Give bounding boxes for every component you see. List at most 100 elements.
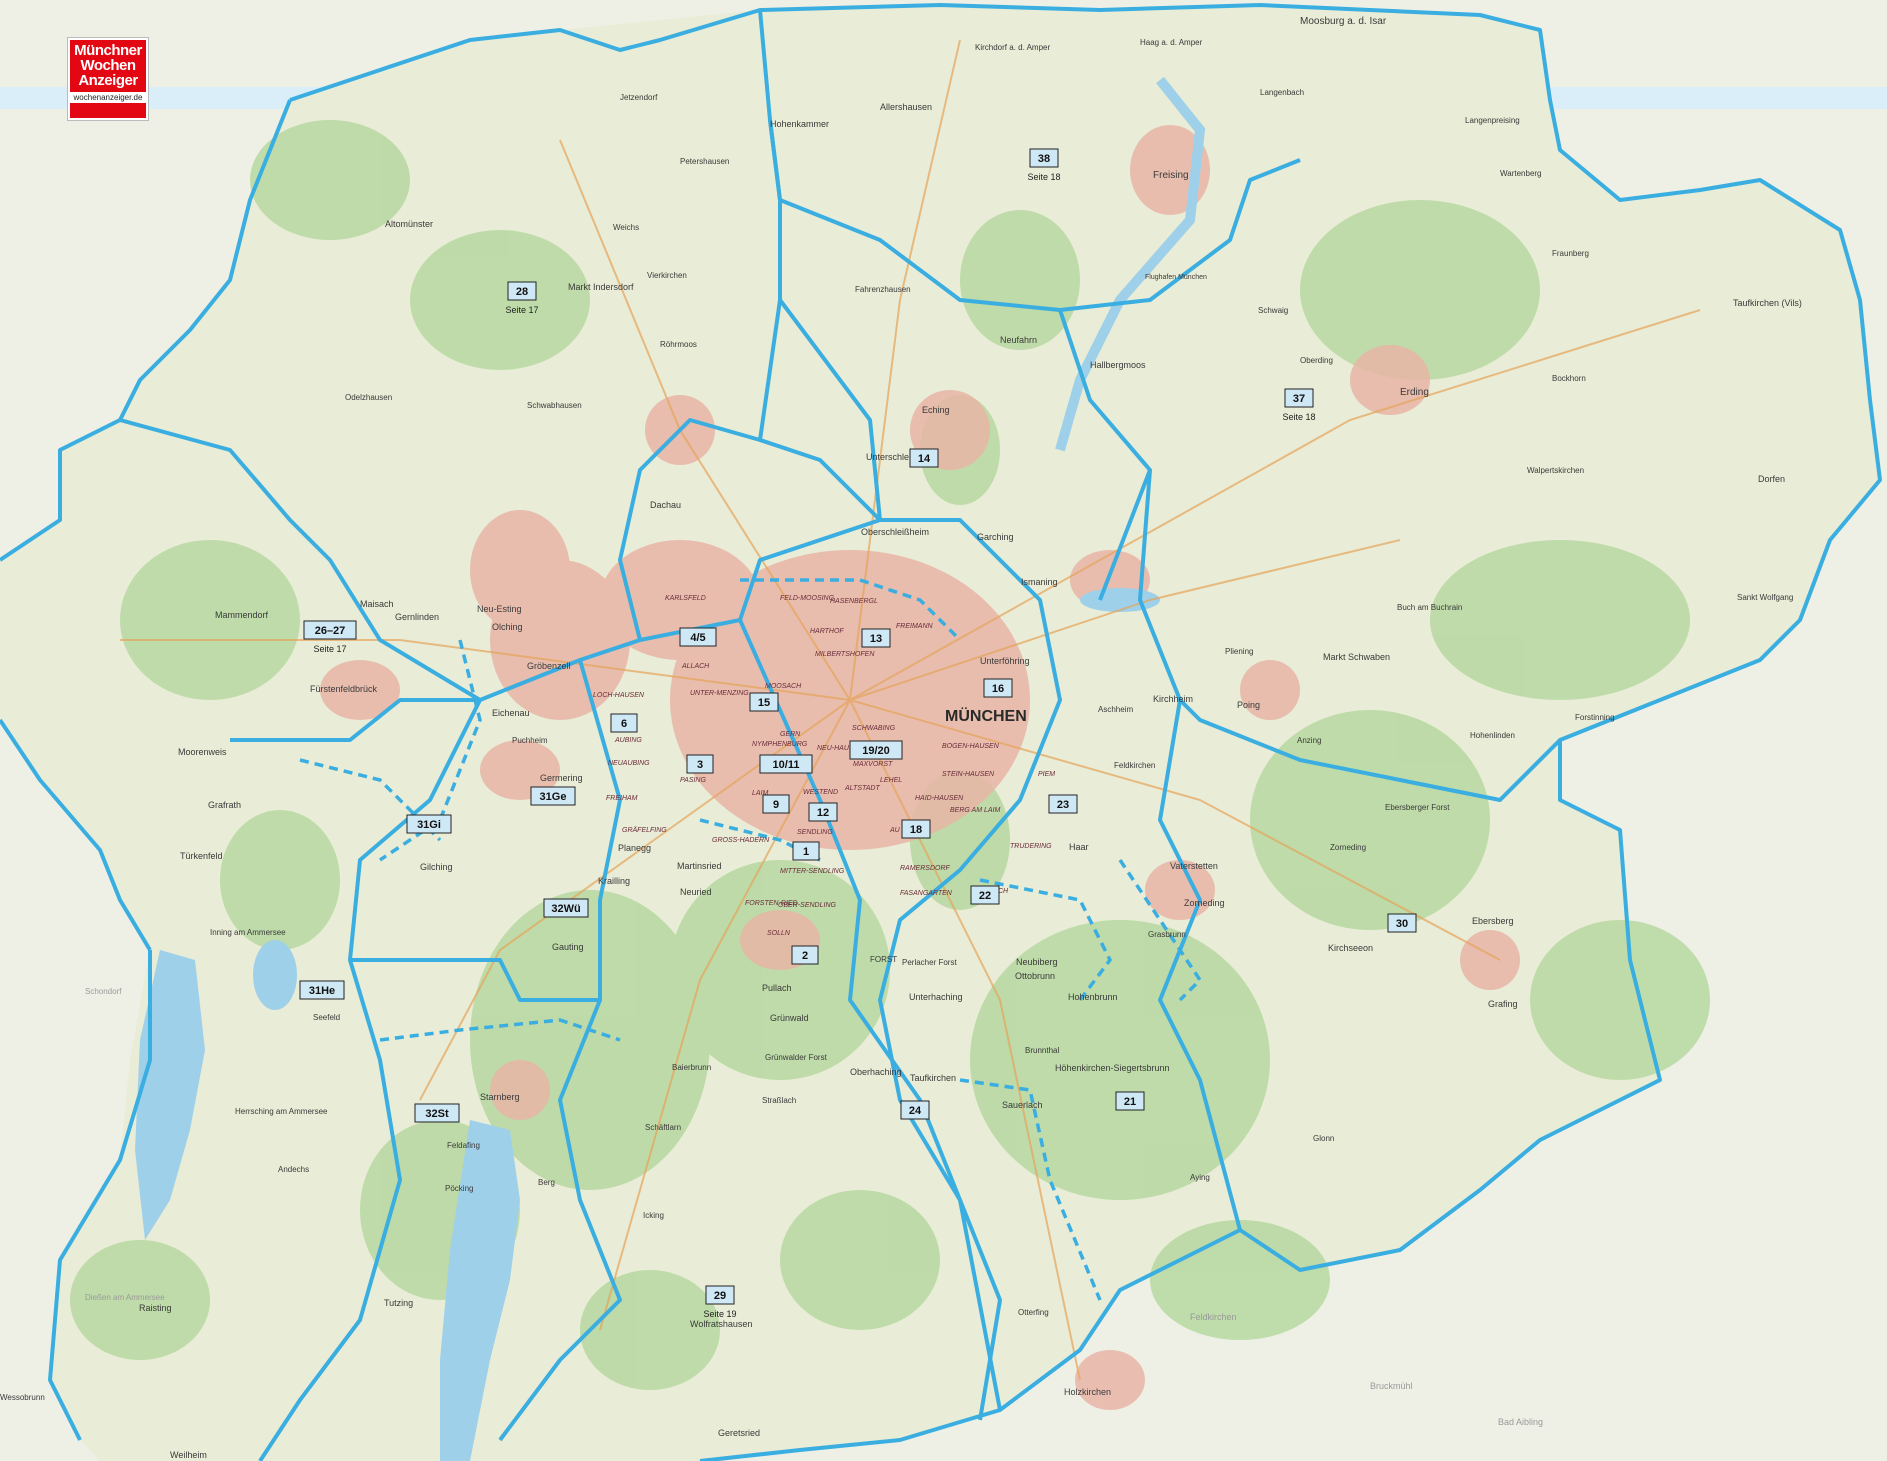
area-badge-box[interactable] <box>686 754 714 774</box>
area-badge-box[interactable] <box>909 448 939 468</box>
area-badge-box[interactable] <box>849 740 903 760</box>
area-badge[interactable]: 22 <box>970 885 1000 905</box>
area-badge-box[interactable] <box>1029 148 1059 168</box>
district-label: FORSTEN-RIED <box>745 900 798 907</box>
area-badge[interactable]: 4/5 <box>679 627 717 647</box>
area-badge[interactable]: 3 <box>686 754 714 774</box>
place-label: Höhenkirchen-Siegertsbrunn <box>1055 1063 1170 1073</box>
area-badge-box[interactable] <box>1115 1091 1145 1111</box>
area-badge[interactable]: 31He <box>299 980 345 1000</box>
area-badge[interactable]: 1 <box>792 841 820 861</box>
area-badge-box[interactable] <box>762 794 790 814</box>
area-badge-box[interactable] <box>861 628 891 648</box>
area-badge-box[interactable] <box>1048 794 1078 814</box>
district-label: NEUAUBING <box>608 760 650 767</box>
place-label: Geretsried <box>718 1428 760 1438</box>
place-label: Hallbergmoos <box>1090 360 1146 370</box>
district-label: MAXVORST <box>853 761 893 768</box>
area-badge-box[interactable] <box>970 885 1000 905</box>
area-badge[interactable]: 19/20 <box>849 740 903 760</box>
place-label: Krailling <box>598 876 630 886</box>
area-badge[interactable]: 31Ge <box>530 786 576 806</box>
district-label: LAIM <box>752 790 769 797</box>
area-badge-box[interactable] <box>530 786 576 806</box>
place-label: Türkenfeld <box>180 851 223 861</box>
area-badge-box[interactable] <box>900 1100 930 1120</box>
area-badge-box[interactable] <box>610 713 638 733</box>
area-badge-box[interactable] <box>543 898 589 918</box>
area-badge[interactable]: 15 <box>749 692 779 712</box>
area-badge-box[interactable] <box>679 627 717 647</box>
area-badge[interactable]: 24 <box>900 1100 930 1120</box>
place-label: Fahrenzhausen <box>855 285 911 294</box>
area-badge[interactable]: 9 <box>762 794 790 814</box>
area-badge[interactable]: 2 <box>791 945 819 965</box>
district-label: HASENBERGL <box>830 598 878 605</box>
area-badge[interactable]: 31Gi <box>406 814 452 834</box>
area-badge-box[interactable] <box>303 620 357 640</box>
area-badge-box[interactable] <box>1387 913 1417 933</box>
area-badge[interactable]: 23 <box>1048 794 1078 814</box>
place-label: Bockhorn <box>1552 374 1586 383</box>
forest-label: Perlacher Forst <box>902 958 957 967</box>
area-badge-label: 2 <box>802 950 808 962</box>
district-label: ALTSTADT <box>844 785 880 792</box>
district-label: FREIMANN <box>896 623 934 630</box>
place-label: Zorneding <box>1184 898 1225 908</box>
place-label: Otterfing <box>1018 1308 1049 1317</box>
place-label: Kirchheim <box>1153 694 1193 704</box>
area-badge-box[interactable] <box>705 1285 735 1305</box>
place-label: Freising <box>1153 170 1189 181</box>
area-badge[interactable]: 16 <box>983 678 1013 698</box>
place-label: Unterschleißheim <box>866 452 936 462</box>
area-badge[interactable]: 32St <box>414 1103 460 1123</box>
district-label: KARLSFELD <box>665 595 706 602</box>
forest-label: Grünwalder Forst <box>765 1053 828 1062</box>
area-badge-box[interactable] <box>1284 388 1314 408</box>
area-badge-label: 32St <box>425 1108 449 1120</box>
area-badge[interactable]: 13 <box>861 628 891 648</box>
area-badge-label: 31Gi <box>417 819 441 831</box>
place-label: Erding <box>1400 387 1429 398</box>
place-label: Wessobrunn <box>0 1393 45 1402</box>
district-label: MILBERTSHOFEN <box>815 651 875 658</box>
place-label: Weilheim <box>170 1450 207 1460</box>
area-badge[interactable]: 21 <box>1115 1091 1145 1111</box>
area-badge-box[interactable] <box>901 819 931 839</box>
area-badge-label: 18 <box>910 824 922 836</box>
area-badge-box[interactable] <box>507 281 537 301</box>
city-label: MÜNCHEN <box>945 706 1027 725</box>
area-badge-box[interactable] <box>791 945 819 965</box>
area-badge-page: Seite 17 <box>313 644 346 654</box>
area-badge-box[interactable] <box>792 841 820 861</box>
area-badge[interactable]: 32Wü <box>543 898 589 918</box>
brand-logo[interactable]: Münchner Wochen Anzeiger wochenanzeiger.… <box>68 38 148 120</box>
place-label: Holzkirchen <box>1064 1387 1111 1397</box>
district-label: OBER-SENDLING <box>778 902 837 909</box>
area-badge[interactable]: 10/11 <box>759 754 813 774</box>
area-badge-box[interactable] <box>414 1103 460 1123</box>
place-label: Oberschleißheim <box>861 527 929 537</box>
area-badge[interactable]: 12 <box>808 802 838 822</box>
area-badge[interactable]: 14 <box>909 448 939 468</box>
place-label: Glonn <box>1313 1134 1334 1143</box>
area-badge-box[interactable] <box>406 814 452 834</box>
district-label: FREIHAM <box>606 795 638 802</box>
area-badge[interactable]: 6 <box>610 713 638 733</box>
area-badge[interactable]: 18 <box>901 819 931 839</box>
area-badge-box[interactable] <box>759 754 813 774</box>
area-badge-box[interactable] <box>749 692 779 712</box>
area-badge-box[interactable] <box>299 980 345 1000</box>
district-label: AUBING <box>614 737 642 744</box>
place-label: Feldafing <box>447 1141 480 1150</box>
area-badge[interactable]: 30 <box>1387 913 1417 933</box>
area-badge-box[interactable] <box>808 802 838 822</box>
area-badge-box[interactable] <box>983 678 1013 698</box>
